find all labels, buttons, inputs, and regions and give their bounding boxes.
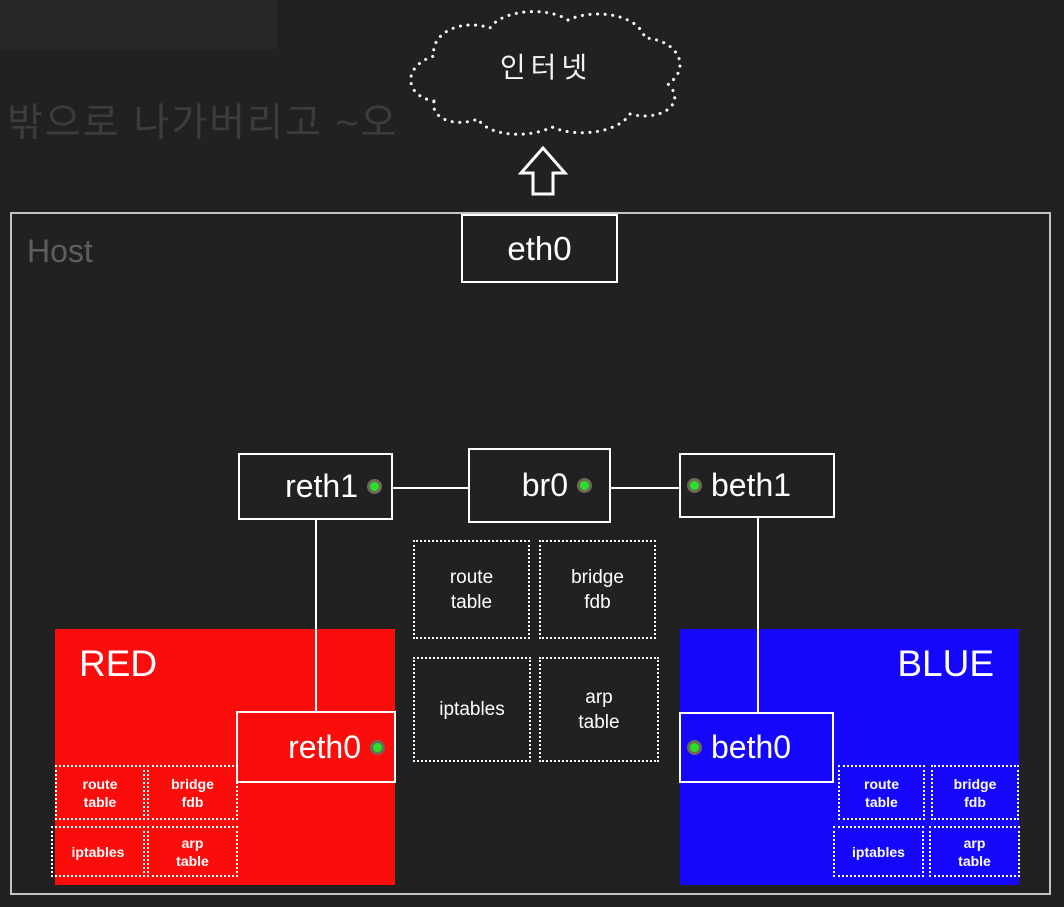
background-highlight-rect xyxy=(0,0,277,49)
interface-box-br0: br0 xyxy=(468,448,611,523)
table-label-line: arp xyxy=(585,686,613,708)
namespace-red-label: RED xyxy=(79,643,158,684)
namespace-red: RED xyxy=(55,629,395,885)
link-up-dot-icon xyxy=(577,478,592,493)
host-route-table-box: route table xyxy=(413,540,530,639)
interface-label-eth0: eth0 xyxy=(507,229,572,267)
red-bridge-fdb-box: bridge fdb xyxy=(147,765,238,820)
table-label-line: table xyxy=(578,711,620,733)
host-arp-table-box: arp table xyxy=(539,657,659,762)
connector-reth1-br0 xyxy=(391,487,468,489)
table-label-line: table xyxy=(450,591,493,613)
table-label-line: table xyxy=(958,852,991,869)
red-route-table-box: route table xyxy=(55,765,145,820)
link-up-dot-icon xyxy=(687,478,702,493)
interface-box-reth0: reth0 xyxy=(236,711,396,783)
table-label-line: fdb xyxy=(964,793,986,810)
interface-label-reth1: reth1 xyxy=(285,468,358,504)
table-label-line: table xyxy=(83,793,117,810)
connector-reth1-reth0 xyxy=(315,518,317,712)
namespace-blue-label: BLUE xyxy=(897,643,994,684)
red-iptables-box: iptables xyxy=(51,826,145,877)
interface-label-reth0: reth0 xyxy=(288,728,361,765)
table-label-line: iptables xyxy=(439,699,505,720)
link-up-dot-icon xyxy=(367,479,382,494)
connector-br0-beth1 xyxy=(610,487,680,489)
table-label-line: route xyxy=(82,775,118,792)
connector-beth1-beth0 xyxy=(757,516,759,713)
interface-label-beth1: beth1 xyxy=(711,467,792,503)
table-label-line: bridge xyxy=(571,566,624,588)
note-text: 밖으로 나가버리고 ~오 xyxy=(7,102,399,145)
namespace-blue: BLUE xyxy=(680,629,1019,885)
internet-cloud-icon xyxy=(409,10,682,136)
table-label-line: arp xyxy=(181,834,204,851)
table-label-line: route xyxy=(449,566,494,588)
blue-iptables-box: iptables xyxy=(833,826,924,877)
table-label-line: arp xyxy=(963,834,986,851)
host-container xyxy=(10,212,1051,895)
blue-arp-table-box: arp table xyxy=(929,826,1020,877)
table-label-line: fdb xyxy=(584,591,611,613)
table-label-line: iptables xyxy=(71,843,125,860)
red-arp-table-box: arp table xyxy=(147,826,238,877)
table-label-line: fdb xyxy=(181,793,204,810)
link-up-dot-icon xyxy=(370,739,385,755)
table-label-line: table xyxy=(865,793,898,810)
interface-label-br0: br0 xyxy=(521,467,568,503)
table-label-line: route xyxy=(864,775,899,792)
blue-bridge-fdb-box: bridge fdb xyxy=(931,765,1019,820)
host-iptables-box: iptables xyxy=(413,657,531,762)
host-bridge-fdb-box: bridge fdb xyxy=(539,540,656,639)
interface-box-beth0: beth0 xyxy=(679,712,834,783)
up-arrow-icon xyxy=(517,146,569,196)
host-label: Host xyxy=(27,233,93,269)
table-label-line: bridge xyxy=(171,775,214,792)
internet-label: 인터넷 xyxy=(499,52,593,83)
interface-box-reth1: reth1 xyxy=(238,453,393,520)
table-label-line: iptables xyxy=(852,843,905,860)
table-label-line: bridge xyxy=(953,775,997,792)
blue-route-table-box: route table xyxy=(838,765,925,820)
link-up-dot-icon xyxy=(687,740,702,755)
interface-label-beth0: beth0 xyxy=(711,729,792,765)
interface-box-eth0: eth0 xyxy=(461,214,618,283)
table-label-line: table xyxy=(176,852,209,869)
interface-box-beth1: beth1 xyxy=(679,453,835,518)
